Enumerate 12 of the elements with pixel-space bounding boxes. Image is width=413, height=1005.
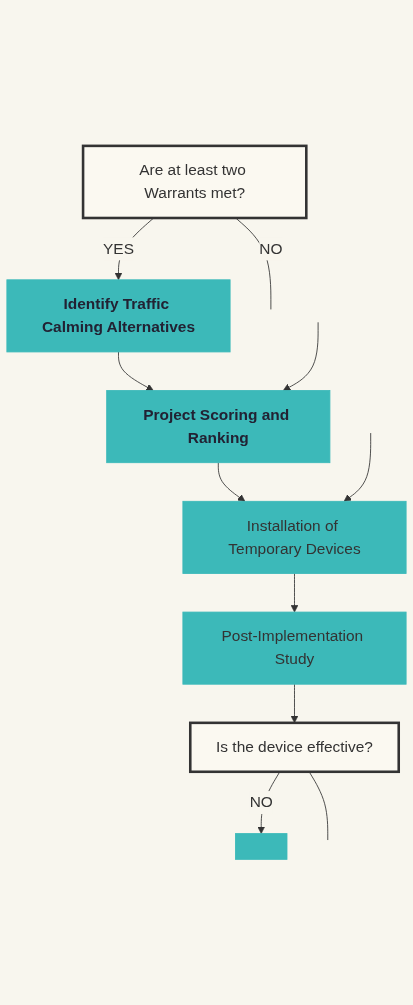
edge-label: NO [249, 793, 273, 811]
edge-label: NO [259, 239, 283, 257]
node-box: Installation of Temporary Devices [182, 500, 407, 574]
node-box: Post-Implementation Study [182, 611, 407, 685]
connector [235, 217, 272, 310]
node-box [235, 833, 288, 860]
edge-label: YES [103, 239, 134, 257]
connector [308, 771, 329, 841]
node-box: Project Scoring and Ranking [106, 390, 331, 463]
node-box: Identify Traffic Calming Alternatives [6, 279, 231, 353]
node-box: Is the device effective? [189, 721, 400, 773]
node-box: Are at least two Warrants met? [81, 144, 308, 220]
